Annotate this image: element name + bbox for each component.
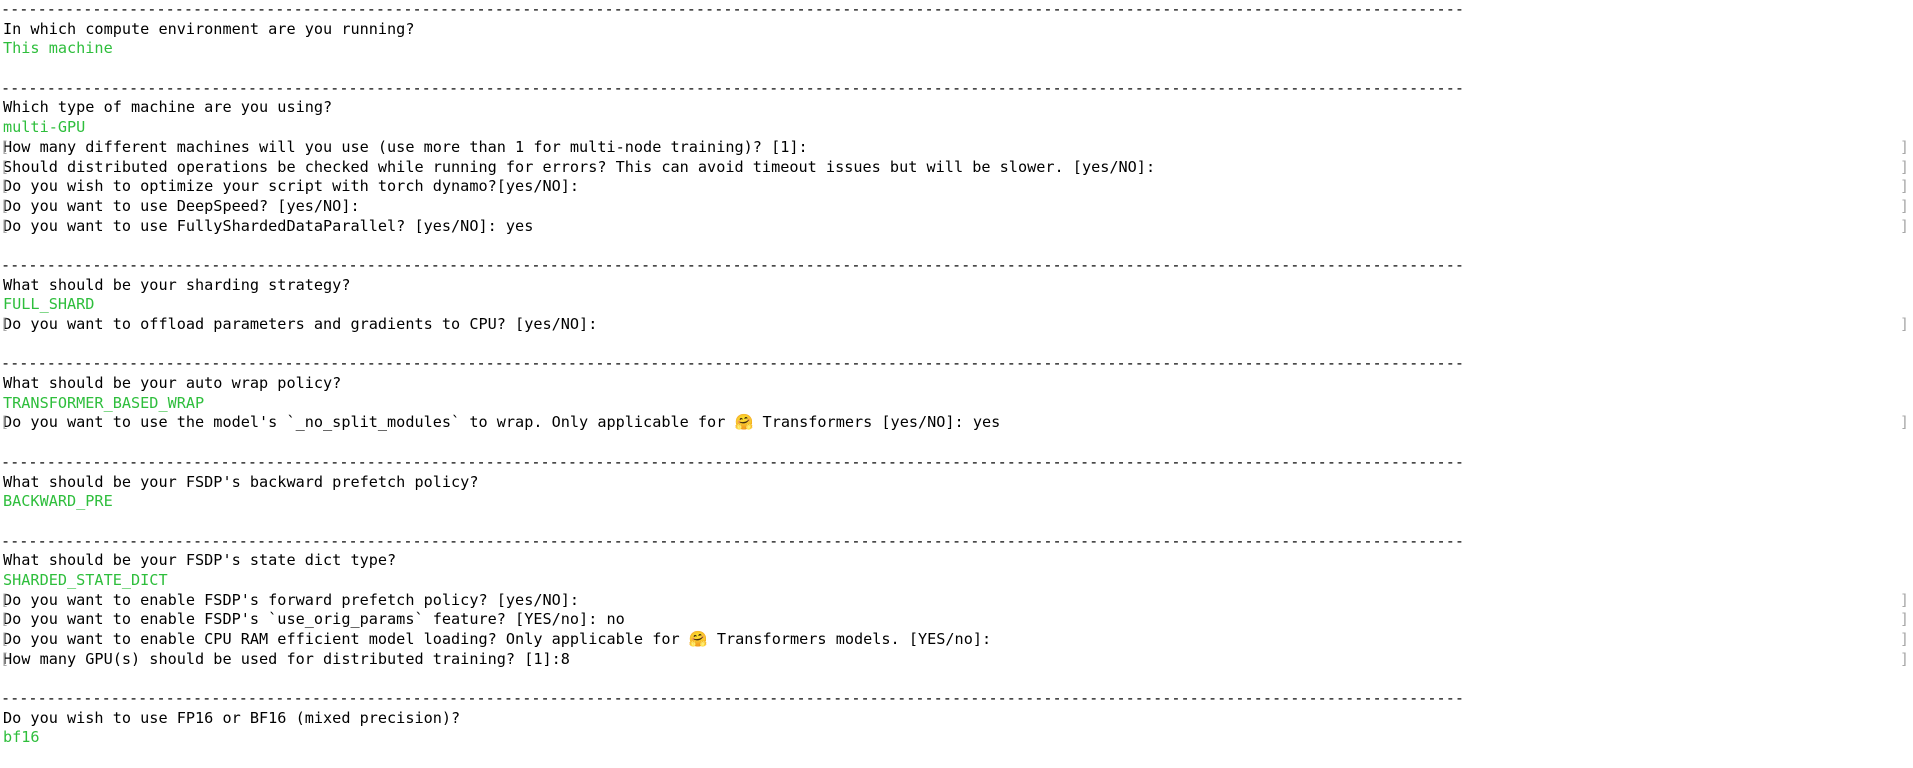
question-text: What should be your sharding strategy? [3,275,351,294]
blank-line [0,669,1913,689]
blank-line [0,335,1913,355]
prompt-line: [] Do you want to offload parameters and … [0,315,1913,335]
answer-text: multi-GPU [3,118,86,137]
question-line: Do you wish to use FP16 or BF16 (mixed p… [0,709,1913,729]
question-text: Which type of machine are you using? [3,98,333,117]
separator-rule: ----------------------------------------… [0,79,1913,99]
prompt-text: How many GPU(s) should be used for distr… [3,649,570,668]
separator-dashes: ----------------------------------------… [1,0,1464,18]
wrap-marker-right-icon: ] [1899,177,1909,196]
answer-line: bf16 [0,728,1913,748]
question-line: What should be your FSDP's backward pref… [0,473,1913,493]
question-line: Which type of machine are you using? [0,98,1913,118]
answer-line: TRANSFORMER_BASED_WRAP [0,394,1913,414]
wrap-marker-right-icon: ] [1899,630,1909,648]
separator-dashes: ----------------------------------------… [1,452,1464,471]
prompt-text: How many different machines will you use… [3,137,808,156]
prompt-text: Do you want to use FullyShardedDataParal… [3,216,534,235]
answer-line: SHARDED_STATE_DICT [0,571,1913,591]
blank-line [0,59,1913,79]
question-text: What should be your FSDP's backward pref… [3,472,479,491]
wrap-marker-right-icon: ] [1899,649,1909,668]
prompt-line: [] Do you want to enable FSDP's forward p… [0,591,1913,611]
wrap-marker-left-icon: [ [0,177,10,196]
separator-dashes: ----------------------------------------… [1,354,1464,373]
prompt-text: Do you want to offload parameters and gr… [3,315,598,333]
blank-line [0,433,1913,453]
answer-line: BACKWARD_PRE [0,492,1913,512]
prompt-line: [] Do you want to use DeepSpeed? [yes/NO]… [0,197,1913,217]
answer-text: This machine [3,39,113,58]
question-text: What should be your auto wrap policy? [3,374,342,393]
question-text: Do you wish to use FP16 or BF16 (mixed p… [3,708,461,727]
wrap-marker-left-icon: [ [0,157,10,176]
prompt-line: [] Do you want to enable CPU RAM efficien… [0,630,1913,650]
prompt-text: Do you want to use the model's `_no_spli… [3,413,1001,432]
wrap-marker-left-icon: [ [0,610,10,629]
separator-rule: ----------------------------------------… [0,0,1913,20]
answer-line: multi-GPU [0,118,1913,138]
question-line: In which compute environment are you run… [0,20,1913,40]
prompt-line: [] Do you want to use FullyShardedDataPar… [0,217,1913,237]
separator-dashes: ----------------------------------------… [1,689,1464,708]
wrap-marker-left-icon: [ [0,216,10,235]
prompt-text: Do you want to use DeepSpeed? [yes/NO]: [3,196,360,215]
question-text: What should be your FSDP's state dict ty… [3,551,397,570]
wrap-marker-left-icon: [ [0,196,10,215]
blank-line [0,512,1913,532]
prompt-line: [] Do you want to enable FSDP's `use_orig… [0,610,1913,630]
prompt-line: [] Do you want to use the model's `_no_sp… [0,413,1913,433]
blank-line [0,236,1913,256]
wrap-marker-left-icon: [ [0,315,10,333]
wrap-marker-right-icon: ] [1899,196,1909,215]
separator-dashes: ----------------------------------------… [1,531,1464,550]
wrap-marker-left-icon: [ [0,413,10,432]
wrap-marker-right-icon: ] [1899,610,1909,629]
question-text: In which compute environment are you run… [3,19,415,38]
wrap-marker-right-icon: ] [1899,413,1909,432]
prompt-text: Do you wish to optimize your script with… [3,177,580,196]
prompt-line: [] Should distributed operations be check… [0,158,1913,178]
wrap-marker-left-icon: [ [0,649,10,668]
separator-rule: ----------------------------------------… [0,354,1913,374]
separator-rule: ----------------------------------------… [0,453,1913,473]
answer-text: TRANSFORMER_BASED_WRAP [3,393,205,412]
question-line: What should be your sharding strategy? [0,276,1913,296]
wrap-marker-left-icon: [ [0,630,10,648]
question-line: What should be your FSDP's state dict ty… [0,551,1913,571]
answer-text: FULL_SHARD [3,295,95,314]
answer-text: SHARDED_STATE_DICT [3,570,168,589]
prompt-line: [] How many GPU(s) should be used for dis… [0,650,1913,670]
answer-line: FULL_SHARD [0,295,1913,315]
prompt-text: Do you want to enable FSDP's forward pre… [3,590,580,609]
separator-dashes: ----------------------------------------… [1,78,1464,97]
answer-text: BACKWARD_PRE [3,492,113,511]
separator-rule: ----------------------------------------… [0,256,1913,276]
separator-rule: ----------------------------------------… [0,532,1913,552]
separator-rule: ----------------------------------------… [0,689,1913,709]
prompt-text: Do you want to enable FSDP's `use_orig_p… [3,610,625,629]
question-line: What should be your auto wrap policy? [0,374,1913,394]
answer-text: bf16 [3,728,40,747]
wrap-marker-right-icon: ] [1899,315,1909,333]
wrap-marker-right-icon: ] [1899,157,1909,176]
answer-line: This machine [0,39,1913,59]
prompt-line: [] How many different machines will you u… [0,138,1913,158]
prompt-text: Should distributed operations be checked… [3,157,1156,176]
wrap-marker-right-icon: ] [1899,137,1909,156]
prompt-text: Do you want to enable CPU RAM efficient … [3,630,992,648]
wrap-marker-right-icon: ] [1899,590,1909,609]
wrap-marker-right-icon: ] [1899,216,1909,235]
separator-dashes: ----------------------------------------… [1,255,1464,274]
wrap-marker-left-icon: [ [0,590,10,609]
wrap-marker-left-icon: [ [0,137,10,156]
prompt-line: [] Do you wish to optimize your script wi… [0,177,1913,197]
